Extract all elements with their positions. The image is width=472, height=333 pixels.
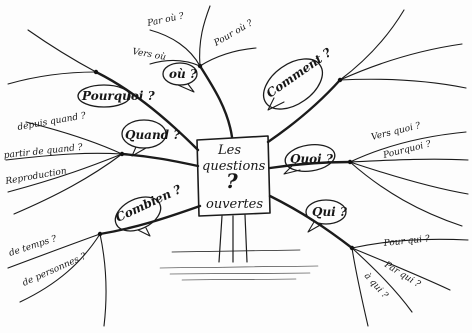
leaf-de-temps: de temps ? [8, 234, 58, 259]
branch-quand [5, 121, 200, 215]
leaf-de-personnes: de personnes ? [21, 252, 88, 289]
leaf-partir-de-quand: partir de quand ? [3, 143, 83, 161]
branch-pourquoi [7, 29, 200, 152]
leaf-vers-ou: Vers où [131, 46, 167, 63]
bubble-quand-label: Quand ? [125, 128, 181, 142]
bubble-ou [162, 62, 198, 86]
bubble-qui [305, 199, 347, 225]
branch-combien [7, 204, 202, 327]
bubble-ou-label: où ? [169, 67, 198, 81]
leaf-pour-ou: Pour où ? [211, 17, 255, 49]
center-line4: ouvertes [206, 197, 263, 212]
central-easel [159, 135, 319, 281]
center-line2: questions [202, 159, 266, 174]
branch-qui [268, 194, 469, 327]
center-line1: Les [217, 143, 241, 158]
branch-quoi [268, 131, 469, 227]
center-question-mark: ? [226, 169, 238, 193]
leaf-a-qui: à qui ? [362, 271, 391, 301]
bubble-combien [114, 196, 162, 232]
leaf-depuis-quand: depuis quand ? [17, 111, 87, 133]
leaf-pour-qui: Pour qui ? [382, 234, 430, 249]
branch-ou [149, 5, 257, 139]
bubble-comment-label: Comment ? [264, 45, 335, 101]
leaf-pourquoi: Pourquoi ? [381, 139, 432, 161]
branch-comment [266, 9, 467, 144]
bubble-quoi [284, 144, 336, 172]
bubble-combien-label: Combien ? [113, 182, 184, 225]
bubble-quand [121, 119, 167, 149]
bubble-pourquoi-label: Pourquoi ? [81, 89, 156, 103]
leaf-par-ou: Par où ? [145, 10, 185, 29]
leaf-vers-quoi: Vers quoi ? [370, 121, 421, 143]
bubble-pourquoi [77, 84, 131, 108]
bubble-comment [262, 58, 324, 110]
bubble-qui-label: Qui ? [312, 205, 348, 219]
bubble-quoi-label: Quoi ? [290, 152, 334, 166]
